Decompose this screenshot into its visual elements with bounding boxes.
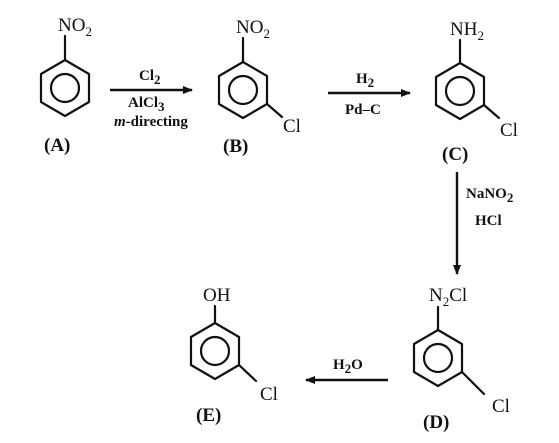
aromatic-circle-c — [444, 75, 476, 107]
reagent-alcl3: AlCl3 — [128, 95, 165, 114]
chloro-e: Cl — [260, 384, 278, 405]
reagent-cl2: Cl2 — [139, 68, 161, 87]
benzene-ring-c — [434, 61, 486, 121]
reaction-b-to-c: H2 Pd–C — [328, 71, 411, 118]
aromatic-circle-e — [199, 335, 231, 367]
reagent-hcl: HCl — [475, 213, 502, 229]
benzene-ring-a — [39, 58, 91, 118]
reagent-pd-c: Pd–C — [345, 102, 381, 118]
aromatic-circle-a — [49, 72, 81, 104]
nitro-group-a: NO2 — [58, 15, 92, 39]
reagent-h2o: H2O — [333, 357, 363, 376]
diazonium-group-d: N2Cl — [429, 285, 467, 309]
label-e: (E) — [196, 405, 221, 426]
chloro-c: Cl — [500, 120, 518, 141]
compound-b: NO2 Cl (B) — [217, 17, 301, 157]
bond-d-cl — [460, 370, 486, 396]
chloro-b: Cl — [283, 116, 301, 137]
benzene-ring-b — [217, 60, 269, 120]
benzene-ring-e — [189, 321, 241, 381]
reaction-c-to-d: NaNO2 HCl — [453, 172, 513, 275]
bond-b-cl — [265, 102, 284, 119]
reagent-m-directing: m-directing — [114, 114, 188, 130]
compound-c: NH2 Cl (C) — [434, 19, 518, 165]
reagent-h2: H2 — [356, 71, 374, 90]
reagent-nano2: NaNO2 — [466, 186, 513, 205]
bond-e-cl — [237, 363, 258, 383]
aromatic-circle-d — [422, 342, 454, 374]
label-b: (B) — [223, 136, 248, 157]
chloro-d: Cl — [492, 396, 510, 417]
label-c: (C) — [442, 144, 468, 165]
reaction-d-to-e: H2O — [305, 357, 388, 384]
bond-c-cl — [482, 103, 501, 120]
hydroxyl-group-e: OH — [203, 285, 231, 306]
compound-a: NO2 (A) — [39, 15, 92, 156]
amino-group-c: NH2 — [450, 19, 484, 43]
compound-d: N2Cl Cl (D) — [412, 285, 510, 433]
label-a: (A) — [44, 135, 70, 156]
compound-e: OH Cl (E) — [189, 285, 278, 426]
label-d: (D) — [423, 412, 449, 433]
nitro-group-b: NO2 — [236, 17, 270, 41]
benzene-ring-d — [412, 328, 464, 388]
aromatic-circle-b — [227, 74, 259, 106]
reaction-a-to-b: Cl2 AlCl3 m-directing — [110, 68, 193, 130]
